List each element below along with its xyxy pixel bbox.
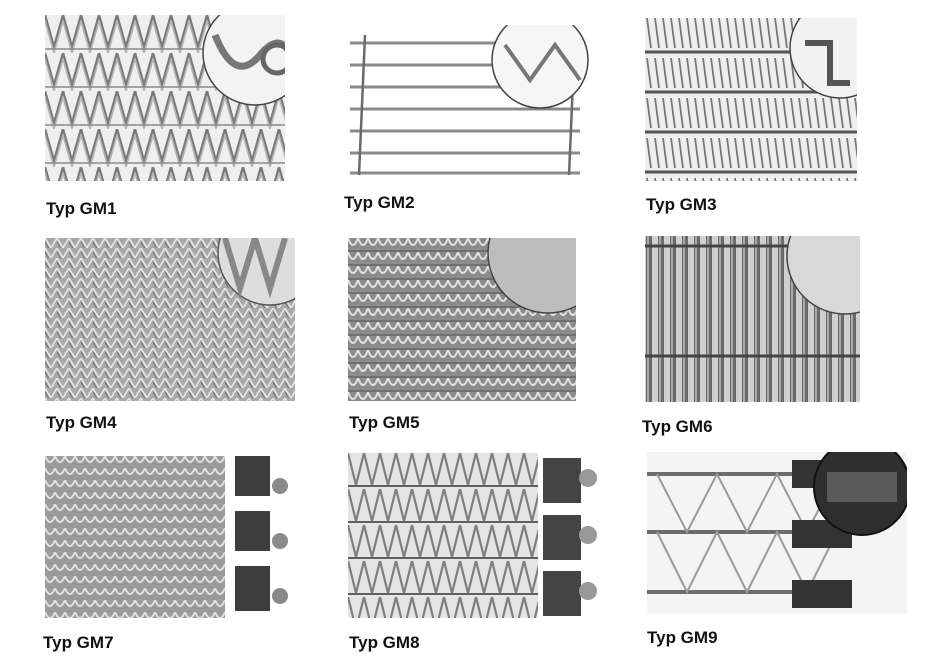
heavy-weave-image [348, 238, 576, 401]
sample-label-gm4: Typ GM4 [46, 413, 117, 432]
sample-label-gm8: Typ GM8 [349, 633, 420, 652]
fine-weave-image [45, 238, 295, 401]
sample-image-gm5 [348, 238, 576, 401]
sample-image-gm7 [45, 456, 290, 618]
spiral-with-chain-image [348, 453, 604, 618]
dense-spiral-image [645, 18, 857, 181]
sample-label-gm2: Typ GM2 [344, 193, 415, 212]
rod-spiral-chain-image [647, 452, 907, 614]
weave-with-chain-image [45, 456, 290, 618]
sample-image-gm9 [647, 452, 907, 614]
flat-bar-belt-image [645, 236, 860, 402]
rod-belt-image [345, 25, 590, 181]
sample-image-gm2 [345, 25, 590, 181]
sample-label-gm6: Typ GM6 [642, 417, 713, 436]
sample-image-gm6 [645, 236, 860, 402]
sample-label-gm1: Typ GM1 [46, 199, 117, 218]
sample-image-gm8 [348, 453, 604, 618]
sample-image-gm3 [645, 18, 857, 181]
sample-image-gm1 [45, 15, 285, 181]
sample-label-gm7: Typ GM7 [43, 633, 114, 652]
sample-label-gm9: Typ GM9 [647, 628, 718, 647]
sample-label-gm3: Typ GM3 [646, 195, 717, 214]
spiral-mesh-image [45, 15, 285, 181]
sample-label-gm5: Typ GM5 [349, 413, 420, 432]
sample-image-gm4 [45, 238, 295, 401]
